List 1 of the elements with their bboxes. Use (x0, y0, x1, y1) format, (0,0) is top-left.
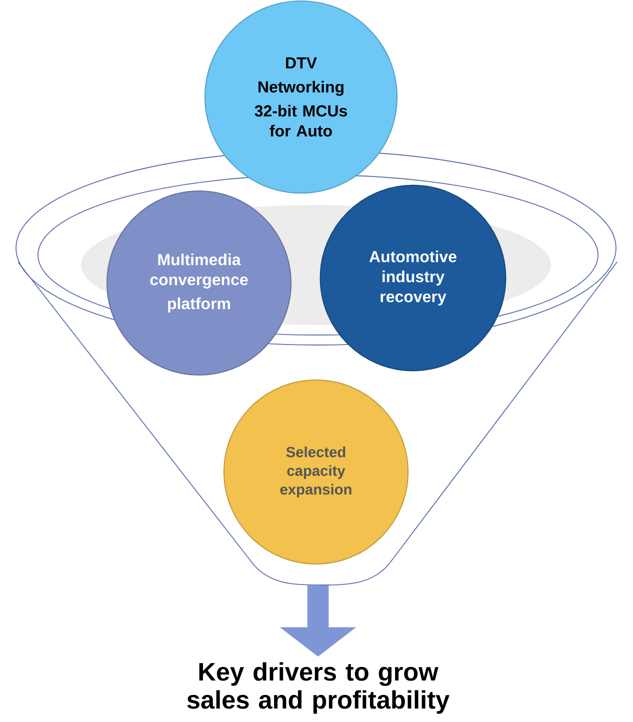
caption-text: Key drivers to grow sales and profitability (187, 662, 450, 714)
